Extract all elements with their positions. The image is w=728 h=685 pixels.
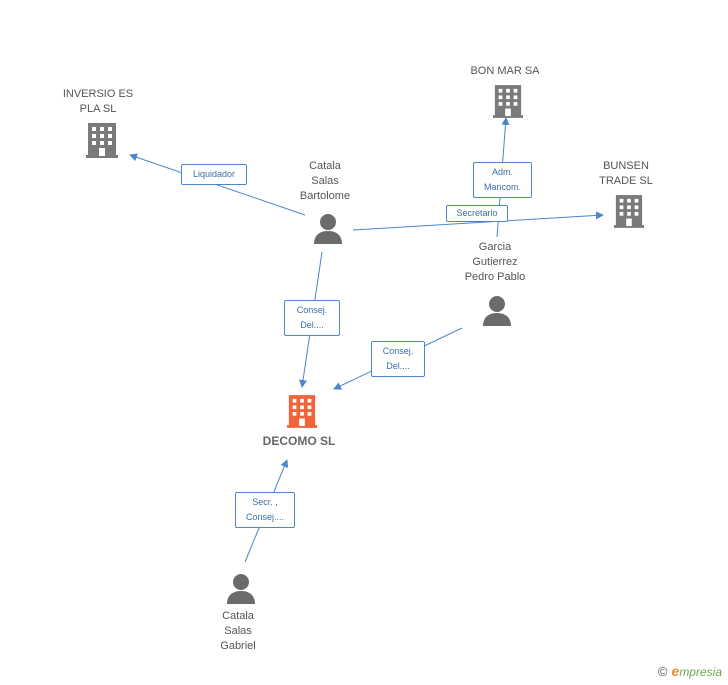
node-label-line: Gutierrez — [472, 256, 518, 268]
edge-label-adm[interactable]: Adm. Mancom. — [473, 162, 532, 198]
building-icon[interactable] — [86, 123, 118, 158]
edge-label-line: Secretario — [456, 208, 498, 218]
node-label-line: Salas — [224, 625, 252, 637]
copyright-icon: © — [657, 664, 668, 679]
node-label-line: Bartolome — [299, 190, 351, 202]
edge-label-secr[interactable]: Secr. , Consej.... — [235, 492, 295, 528]
building-icon[interactable] — [614, 195, 644, 228]
node-label-bartolome[interactable]: Catala Salas Bartolome — [275, 159, 375, 204]
person-icon[interactable] — [482, 295, 512, 326]
building-icon[interactable] — [493, 85, 523, 118]
node-label-line: INVERSIO ES — [62, 88, 134, 100]
brand-watermark: ©empresia — [658, 663, 722, 679]
brand-name: mpresia — [679, 665, 722, 679]
edge-label-line: Del.... — [386, 361, 410, 371]
node-label-line: Gabriel — [220, 640, 256, 652]
node-label-line: TRADE SL — [599, 175, 653, 187]
edge-label-line: Adm. — [491, 167, 513, 177]
edge-label-consej-1[interactable]: Consej. Del.... — [284, 300, 340, 336]
node-label-inversio[interactable]: INVERSIO ES PLA SL — [48, 87, 148, 117]
node-label-bonmar[interactable]: BON MAR SA — [455, 64, 555, 79]
edge-label-secretario[interactable]: Secretario — [446, 205, 508, 222]
node-label-line: Pedro Pablo — [464, 271, 526, 283]
edge-line-liquidador — [129, 153, 306, 216]
edge-label-line: Consej. — [382, 346, 414, 356]
main-building-icon[interactable] — [287, 395, 317, 428]
node-label-pedro[interactable]: Garcia Gutierrez Pedro Pablo — [445, 240, 545, 285]
node-label-line: Catala — [222, 610, 254, 622]
node-label-line: Catala — [309, 160, 341, 172]
node-label-line: BON MAR SA — [470, 65, 540, 77]
node-label-decomo[interactable]: DECOMO SL — [249, 434, 349, 449]
edge-label-line: Secr. , — [252, 497, 278, 507]
node-label-line: Garcia — [478, 241, 512, 253]
person-icon[interactable] — [226, 573, 256, 604]
node-label-bunsen[interactable]: BUNSEN TRADE SL — [576, 159, 676, 189]
edge-label-consej-2[interactable]: Consej. Del.... — [371, 341, 425, 377]
brand-initial: e — [671, 663, 680, 679]
edge-label-line: Liquidador — [192, 169, 236, 179]
edge-label-line: Mancom. — [483, 182, 521, 192]
edge-label-line: Consej. — [296, 305, 328, 315]
edge-label-line: Consej.... — [245, 512, 285, 522]
node-label-line: BUNSEN — [603, 160, 649, 172]
edge-label-line: Del.... — [300, 320, 324, 330]
edge-label-liquidador[interactable]: Liquidador — [181, 164, 247, 185]
node-label-line: DECOMO SL — [262, 434, 336, 448]
edge-line-secretario — [352, 211, 604, 231]
node-label-line: Salas — [311, 175, 339, 187]
node-label-line: PLA SL — [79, 103, 117, 115]
person-icon[interactable] — [313, 213, 343, 244]
node-label-gabriel[interactable]: Catala Salas Gabriel — [188, 609, 288, 654]
